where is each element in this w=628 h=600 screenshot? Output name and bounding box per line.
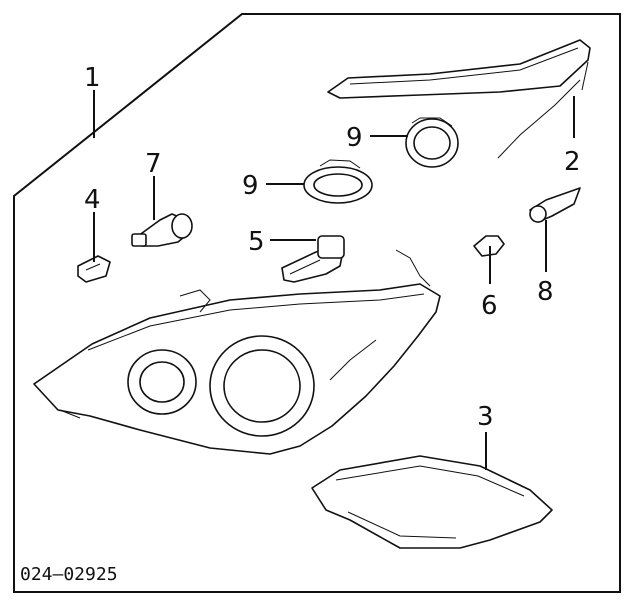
callout-3: 3: [477, 402, 494, 432]
callout-9-lower: 9: [242, 171, 259, 201]
part-trim-strip: [327, 39, 591, 159]
callout-6: 6: [481, 291, 498, 321]
part-bulb-socket: [529, 187, 581, 223]
part-xenon-bulb: [281, 235, 345, 283]
callout-9-upper: 9: [346, 123, 363, 153]
part-headlight-housing: [33, 249, 441, 455]
diagram-code: 024–02925: [20, 564, 118, 585]
part-wedge-bulb: [77, 255, 111, 283]
leader-lines: [93, 90, 575, 470]
part-seal-ring-lower: [303, 159, 373, 204]
callout-1: 1: [84, 63, 101, 93]
callout-7: 7: [145, 149, 162, 179]
callout-2: 2: [564, 147, 581, 177]
part-mounting-bracket: [311, 455, 553, 549]
part-bulb-h7: [131, 213, 193, 247]
part-seal-ring-upper: [405, 117, 459, 168]
callout-8: 8: [537, 277, 554, 307]
callout-5: 5: [248, 227, 265, 257]
callout-4: 4: [84, 185, 101, 215]
diagram-frame: [13, 13, 621, 593]
